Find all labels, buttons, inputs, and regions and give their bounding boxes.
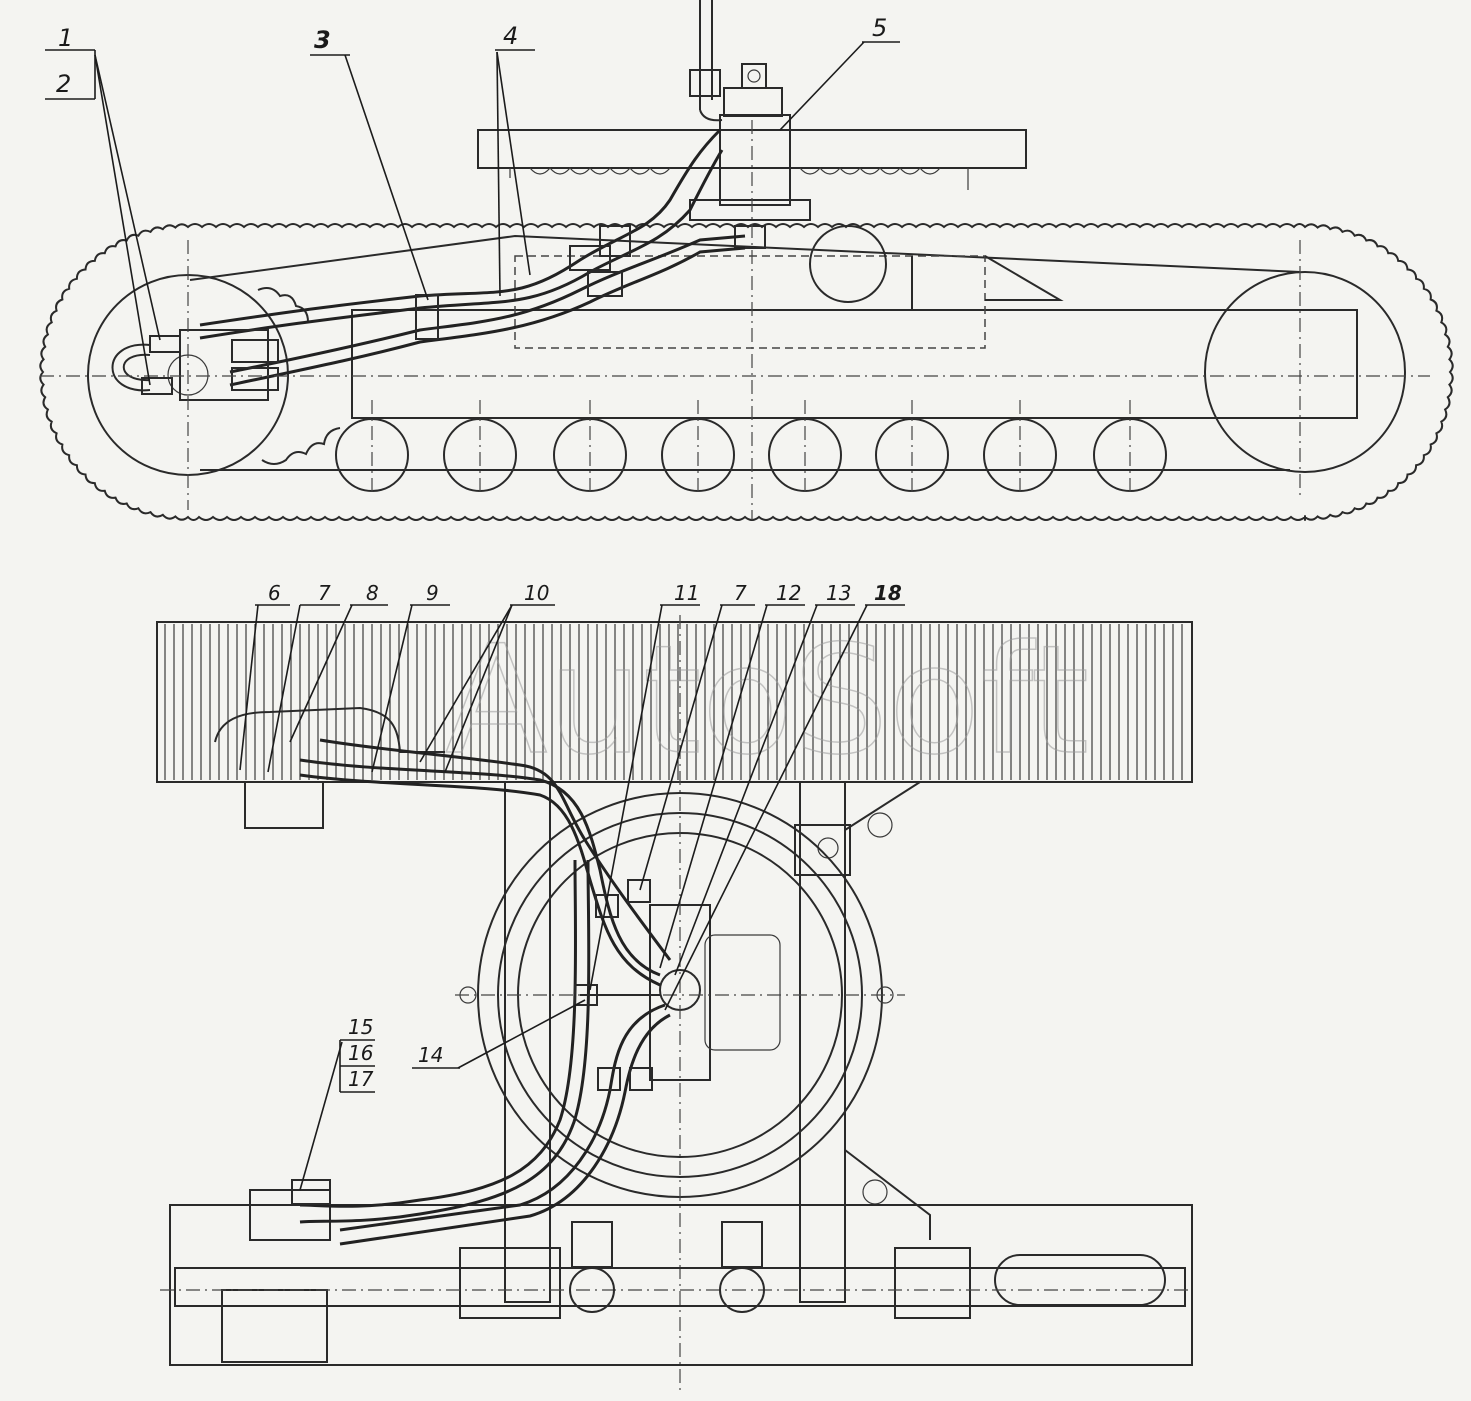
hose-motor-block bbox=[179, 329, 269, 401]
plan-hose-c bbox=[319, 738, 672, 961]
plan-lower-box bbox=[221, 1289, 328, 1363]
watermark-text: AutoSoft bbox=[445, 614, 1089, 788]
support-roller bbox=[809, 225, 887, 303]
hose-loop bbox=[111, 343, 151, 392]
plan-frame-brace bbox=[844, 781, 931, 1240]
track-inner-upper bbox=[189, 234, 1301, 281]
plan-idler-slot bbox=[994, 1254, 1166, 1306]
track-chain-outline bbox=[39, 223, 1454, 521]
frame-box-hidden bbox=[514, 255, 986, 349]
hose-bundle-upper-2 bbox=[199, 149, 724, 340]
label-15: 15 bbox=[348, 1015, 373, 1039]
plan-hose-a bbox=[299, 758, 661, 977]
label-8: 8 bbox=[366, 581, 379, 605]
label-6: 6 bbox=[268, 581, 281, 605]
label-13: 13 bbox=[826, 581, 851, 605]
plan-fitting-14 bbox=[574, 984, 598, 1006]
label-9: 9 bbox=[426, 581, 439, 605]
plan-lug-bolt bbox=[817, 837, 839, 859]
plan-lower-beam bbox=[174, 1267, 1186, 1307]
hose-fitting-3 bbox=[231, 339, 279, 363]
track-side-view bbox=[39, 0, 1454, 521]
label-4: 4 bbox=[503, 22, 518, 50]
callouts: 1 2 3 4 5 6 7 8 9 10 11 bbox=[45, 14, 905, 1191]
plan-fitting-left bbox=[291, 1179, 331, 1205]
upper-beam-teeth bbox=[509, 167, 969, 190]
plan-fitting-lower-1 bbox=[597, 1067, 621, 1091]
distributor-cap bbox=[741, 63, 767, 89]
plan-hose-d bbox=[299, 859, 578, 1208]
plan-view bbox=[156, 615, 1193, 1395]
label-7a: 7 bbox=[318, 581, 331, 605]
plan-pivot-top bbox=[867, 812, 893, 838]
plan-fitting-7 bbox=[627, 879, 651, 903]
slewing-ring-middle bbox=[497, 812, 863, 1178]
plan-rollers bbox=[569, 1221, 765, 1313]
central-joint-housing bbox=[704, 934, 781, 1051]
hose-coupling-c bbox=[587, 271, 623, 297]
idler-wheel bbox=[1204, 271, 1406, 473]
plan-hose-b bbox=[299, 773, 661, 987]
plan-hose-e bbox=[299, 859, 591, 1224]
label-12: 12 bbox=[776, 581, 801, 605]
hose-fitting-1 bbox=[149, 335, 181, 353]
hose-coupling-b bbox=[599, 225, 631, 257]
distributor-top bbox=[723, 87, 783, 117]
hose-bundle-lower-2 bbox=[229, 246, 746, 387]
label-7b: 7 bbox=[734, 581, 747, 605]
plan-fitting-lower-2 bbox=[629, 1067, 653, 1091]
label-5: 5 bbox=[872, 14, 887, 42]
plan-hose-f bbox=[339, 1003, 666, 1232]
label-16: 16 bbox=[348, 1041, 373, 1065]
plan-lower-block-2 bbox=[894, 1247, 971, 1319]
label-14: 14 bbox=[418, 1043, 443, 1067]
plan-pivot-bottom bbox=[862, 1179, 888, 1205]
distributor-cap-bolt bbox=[747, 69, 761, 83]
label-10: 10 bbox=[524, 581, 549, 605]
plan-lower-frame bbox=[169, 1204, 1193, 1366]
frame-gusset bbox=[984, 255, 1064, 301]
plan-hose-g bbox=[339, 1013, 671, 1246]
plan-motor-upper bbox=[244, 781, 324, 829]
plan-frame-left-post bbox=[504, 781, 551, 1303]
hose-fitting-4 bbox=[231, 367, 279, 391]
plan-motor-housing bbox=[214, 706, 445, 753]
supply-hose-top bbox=[699, 0, 723, 122]
road-wheels bbox=[335, 400, 1167, 495]
distributor-bracket bbox=[689, 199, 811, 221]
distributor-block bbox=[719, 114, 791, 206]
label-17: 17 bbox=[348, 1067, 374, 1091]
hose-bundle-lower-1 bbox=[229, 234, 746, 374]
label-3: 3 bbox=[314, 26, 331, 54]
plan-lower-block bbox=[459, 1247, 561, 1319]
label-18: 18 bbox=[874, 581, 902, 605]
plan-track-ribs bbox=[164, 624, 1183, 780]
label-1: 1 bbox=[58, 24, 73, 52]
hose-fitting-2 bbox=[141, 377, 173, 395]
supply-hose-fitting bbox=[689, 69, 721, 97]
plan-track-band bbox=[156, 621, 1193, 783]
plan-frame-right-post bbox=[799, 781, 846, 1303]
plan-lug bbox=[794, 824, 851, 876]
label-11: 11 bbox=[674, 581, 699, 605]
plan-motor-lower bbox=[249, 1189, 331, 1241]
label-2: 2 bbox=[56, 70, 71, 98]
hose-coupling-a bbox=[569, 245, 611, 271]
hose-bundle-upper-1 bbox=[199, 128, 722, 327]
hose-clamp-3 bbox=[415, 294, 439, 340]
